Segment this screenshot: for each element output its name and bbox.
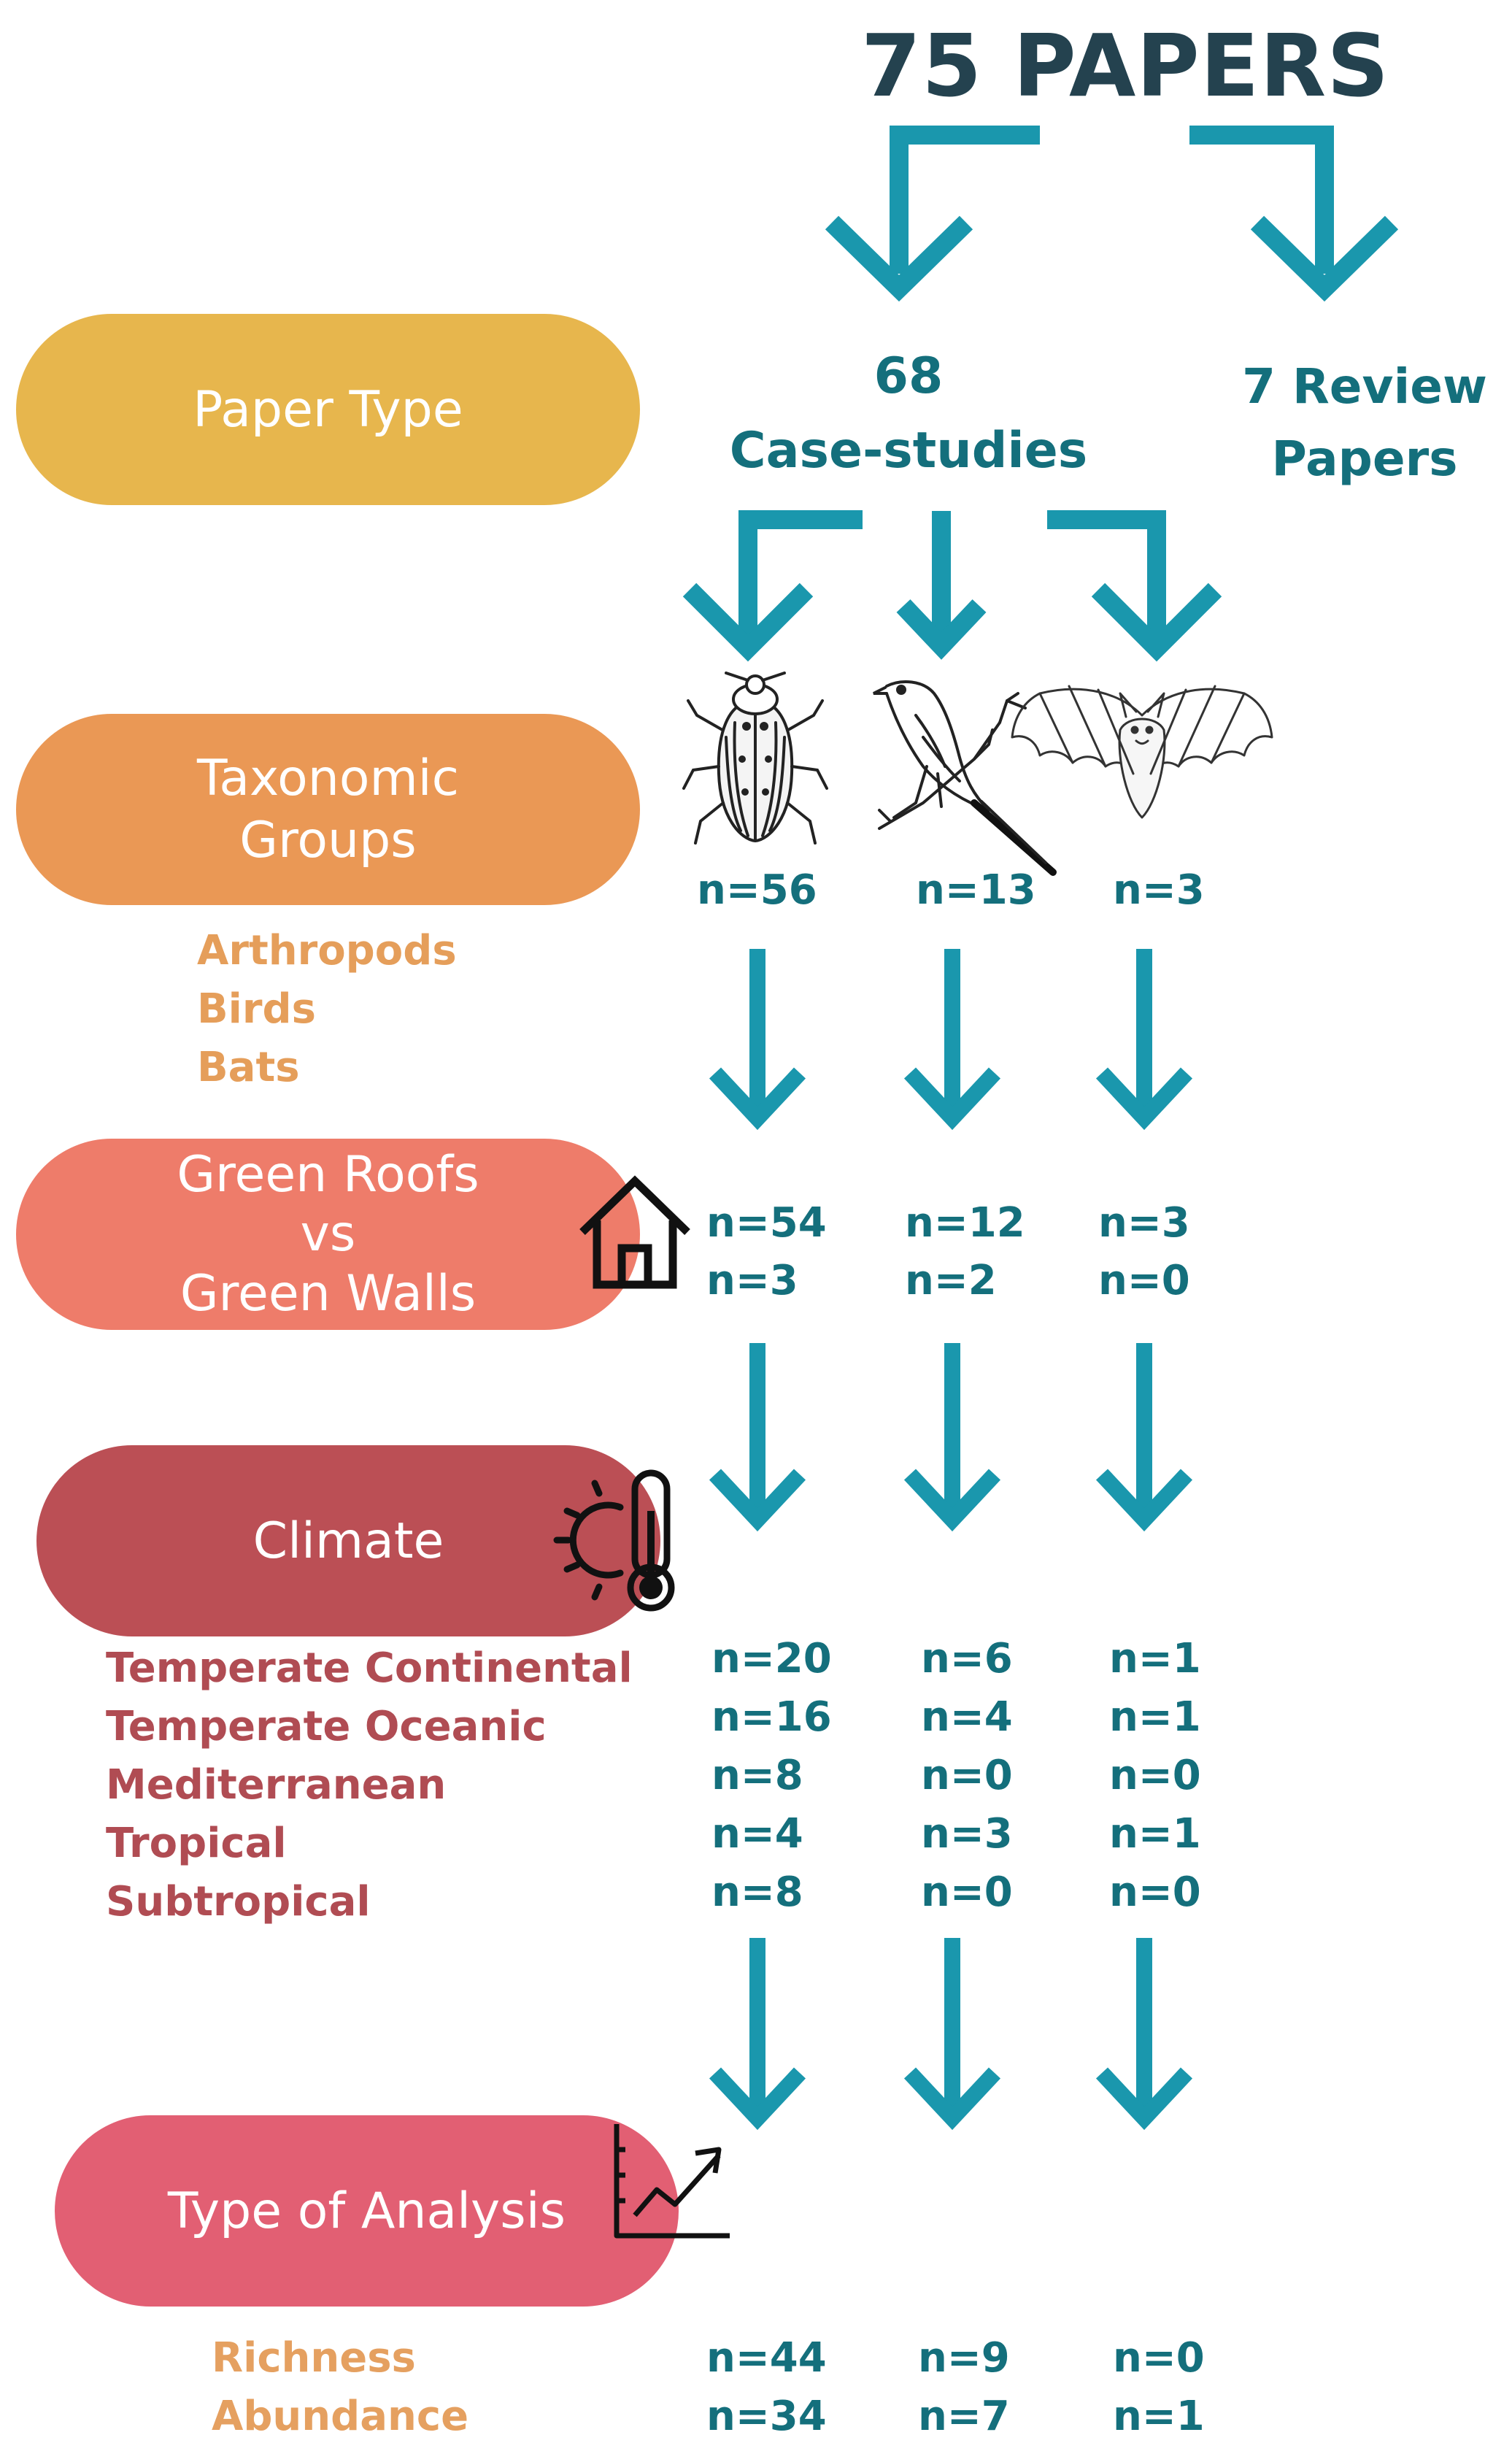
climate-count: n=20 — [711, 1635, 832, 1682]
climate-label: Climate — [252, 1512, 444, 1570]
taxa-count-arthropods: n=56 — [697, 866, 817, 914]
climate-count: n=6 — [921, 1635, 1013, 1682]
green-line-3: Green Walls — [180, 1264, 477, 1323]
taxonomic-groups-pill: Taxonomic Groups — [16, 714, 640, 905]
down-arrow — [903, 949, 1001, 1131]
climate-count: n=0 — [921, 1869, 1013, 1916]
green-roof-count-birds: n=12 — [905, 1199, 1025, 1247]
review-line-2: Papers — [1271, 431, 1458, 487]
taxa-label-arthropods: Arthropods — [197, 927, 457, 974]
taxa-count-birds: n=13 — [916, 866, 1036, 914]
analysis-count: n=44 — [706, 2334, 827, 2382]
sun-thermometer-icon — [553, 1469, 675, 1612]
taxa-label-birds: Birds — [197, 985, 316, 1033]
down-arrow — [1095, 1343, 1193, 1532]
green-roof-count-bats: n=3 — [1098, 1199, 1190, 1247]
main-title: 75 PAPERS — [861, 15, 1390, 116]
bat-illustration — [1011, 685, 1273, 819]
climate-count: n=0 — [921, 1752, 1013, 1799]
paper-type-label: Paper Type — [193, 380, 463, 439]
climate-count: n=1 — [1109, 1810, 1201, 1858]
paper-type-pill: Paper Type — [16, 314, 640, 505]
climate-label-subtropical: Subtropical — [106, 1878, 371, 1926]
climate-count: n=3 — [921, 1810, 1013, 1858]
arrow-to-review-papers — [1189, 126, 1399, 302]
analysis-label: Type of Analysis — [167, 2182, 566, 2240]
case-studies-label: 68 Case-studies — [715, 339, 1102, 488]
down-arrow — [709, 949, 806, 1131]
bird-illustration — [873, 680, 1057, 876]
climate-label-temperate-oceanic: Temperate Oceanic — [106, 1703, 547, 1750]
taxa-label-bats: Bats — [197, 1044, 300, 1091]
arrow-to-birds — [896, 511, 987, 660]
climate-count: n=4 — [921, 1693, 1013, 1741]
down-arrow — [709, 1343, 806, 1532]
green-line-2: vs — [300, 1205, 356, 1263]
green-roof-count-arthropods: n=54 — [706, 1199, 827, 1247]
green-wall-count-arthropods: n=3 — [706, 1257, 798, 1304]
arrow-to-arthropods — [682, 510, 863, 662]
climate-count: n=0 — [1109, 1752, 1201, 1799]
climate-count: n=1 — [1109, 1693, 1201, 1741]
analysis-label-abundance: Abundance — [212, 2393, 469, 2440]
green-wall-count-bats: n=0 — [1098, 1257, 1190, 1304]
case-studies-text: Case-studies — [729, 422, 1088, 480]
case-studies-count: 68 — [873, 347, 944, 405]
green-roofs-walls-pill: Green Roofs vs Green Walls — [16, 1139, 640, 1330]
climate-count: n=8 — [711, 1869, 803, 1916]
climate-label-mediterranean: Mediterranean — [106, 1761, 447, 1809]
climate-count: n=1 — [1109, 1635, 1201, 1682]
climate-label-temperate-continental: Temperate Continental — [106, 1644, 633, 1692]
green-wall-count-birds: n=2 — [905, 1257, 997, 1304]
climate-count: n=16 — [711, 1693, 832, 1741]
down-arrow — [709, 1938, 806, 2131]
house-icon — [579, 1175, 690, 1289]
analysis-label-richness: Richness — [212, 2334, 416, 2382]
analysis-count: n=1 — [1113, 2393, 1205, 2440]
taxonomic-line-1: Taxonomic — [197, 750, 459, 807]
climate-count: n=8 — [711, 1752, 803, 1799]
down-arrow — [903, 1938, 1001, 2131]
analysis-count: n=9 — [918, 2334, 1010, 2382]
down-arrow — [903, 1343, 1001, 1532]
arrow-to-bats — [1047, 510, 1222, 662]
type-of-analysis-pill: Type of Analysis — [55, 2115, 679, 2307]
chart-trend-icon — [614, 2124, 730, 2239]
climate-count: n=4 — [711, 1810, 803, 1858]
green-line-1: Green Roofs — [177, 1145, 479, 1204]
analysis-count: n=7 — [918, 2393, 1010, 2440]
analysis-count: n=34 — [706, 2393, 827, 2440]
taxa-count-bats: n=3 — [1113, 866, 1205, 914]
review-line-1: 7 Review — [1242, 358, 1487, 415]
climate-label-tropical: Tropical — [106, 1820, 287, 1867]
review-papers-label: 7 Review Papers — [1219, 350, 1511, 495]
arrow-to-case-studies — [825, 126, 1040, 302]
down-arrow — [1095, 1938, 1193, 2131]
down-arrow — [1095, 949, 1193, 1131]
analysis-count: n=0 — [1113, 2334, 1205, 2382]
climate-count: n=0 — [1109, 1869, 1201, 1916]
beetle-illustration — [682, 672, 828, 845]
taxonomic-line-2: Groups — [239, 812, 417, 869]
